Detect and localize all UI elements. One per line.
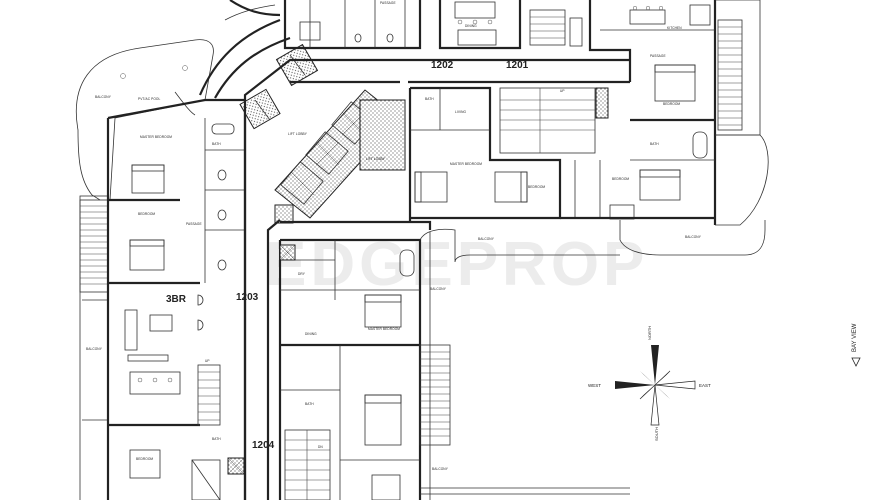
room-label: BALCONY [95,95,112,99]
corridor-curved [198,0,319,130]
compass-south-label: SOUTH [654,427,659,441]
lift-core [274,89,406,224]
room-label: MASTER BEDROOM [368,327,400,331]
unit-1202 [283,0,583,50]
unit-label-1202: 1202 [431,60,454,71]
west-louvres [79,195,109,293]
room-label: BALCONY [430,287,447,291]
room-label: BATH [650,142,659,146]
balcony-south-central [419,228,620,500]
room-label: PVT/AC POOL [138,97,160,101]
room-label: BALCONY [685,235,702,239]
room-label: BEDROOM [136,457,153,461]
room-label: MASTER BEDROOM [450,162,482,166]
corridor-main [243,58,630,500]
room-label: LIFT LOBBY [288,132,308,136]
room-label: PASSAGE [650,54,666,58]
unit-label-1201: 1201 [506,60,529,71]
room-label: BALCONY [432,467,449,471]
room-label: DINING [305,332,317,336]
unit-1201 [588,0,769,256]
bedroom-count-label: 3BR [166,294,187,305]
room-label: BATH [212,437,221,441]
room-label: UP [560,89,565,93]
unit-label-1204: 1204 [252,440,275,451]
room-label: BEDROOM [528,185,545,189]
room-label: BEDROOM [138,212,155,216]
room-label: BATH [305,402,314,406]
room-label: UP [205,359,210,363]
room-label: BEDROOM [612,177,629,181]
room-label: KITCHEN [667,26,682,30]
unit-middle [410,86,715,220]
room-label: BALCONY [86,347,103,351]
room-label: BATH [425,97,434,101]
room-label: PASSAGE [380,1,396,5]
room-label: MASTER BEDROOM [140,135,172,139]
room-label: DINING [465,24,477,28]
compass-west-label: WEST [588,383,601,388]
compass-north-label: NORTH [647,326,652,340]
compass-rose [615,345,696,426]
bay-view-label: BAY VIEW [852,323,858,352]
bay-view-arrow-icon [851,357,861,367]
room-label: BATH [212,142,221,146]
room-label: BALCONY [478,237,495,241]
compass-east-label: EAST [699,383,711,388]
room-label: LIVING [455,110,466,114]
east-louvres [717,19,743,131]
unit-label-1203: 1203 [236,292,259,303]
room-label: DN [318,445,323,449]
room-label: BEDROOM [663,102,680,106]
room-label: LIFT LOBBY [366,157,386,161]
room-label: DRY [298,272,306,276]
room-label: PASSAGE [186,222,202,226]
